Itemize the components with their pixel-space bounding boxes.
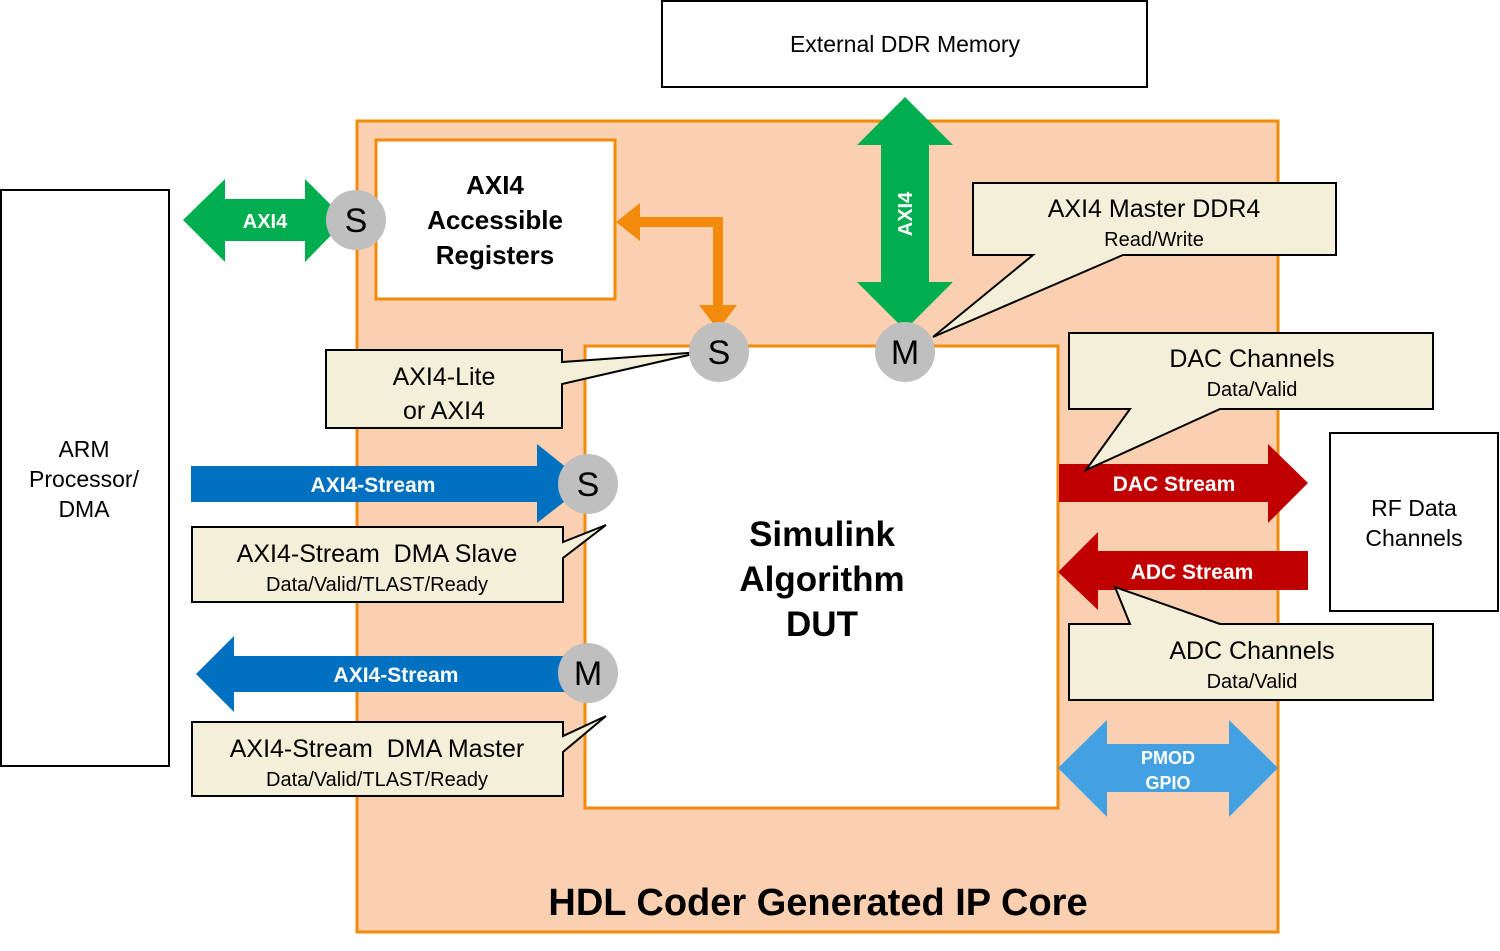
port-axi4-slave-left: S [326, 190, 386, 250]
port-stream-slave: S [558, 454, 618, 514]
port-ddr-master-label: M [891, 334, 919, 372]
pmod-gpio-double-arrow: PMOD GPIO [1058, 720, 1278, 817]
callout-adc-subtitle: Data/Valid [1207, 671, 1298, 693]
registers-label-line1: AXI4 [466, 170, 524, 200]
ip-core-title: HDL Coder Generated IP Core [548, 882, 1087, 924]
register-dut-connector-arrow [616, 203, 737, 330]
callout-ddr4-title: AXI4 Master DDR4 [1048, 195, 1261, 223]
registers-label-line3: Registers [436, 240, 555, 270]
axi4-left-arrow-label: AXI4 [243, 211, 288, 233]
port-stream-master-label: M [574, 655, 602, 693]
callout-axi4-lite-line2: or AXI4 [403, 397, 485, 425]
axi4-left-double-arrow: AXI4 [183, 179, 346, 262]
external-ddr-memory-block: External DDR Memory [661, 0, 1148, 88]
callout-dma-slave-subtitle: Data/Valid/TLAST/Ready [266, 574, 488, 596]
arm-processor-label-line1: ARM [58, 436, 109, 462]
arm-processor-label-line3: DMA [58, 496, 110, 522]
port-axi4-slave-left-label: S [345, 202, 368, 240]
callout-axi4-lite: AXI4-Lite or AXI4 [325, 349, 703, 429]
callout-dma-master-title: AXI4-Stream DMA Master [230, 735, 525, 763]
pmod-label: PMOD [1141, 748, 1195, 768]
dut-label-line1: Simulink [749, 515, 895, 554]
rf-data-channels-label-line2: Channels [1365, 525, 1462, 551]
port-stream-slave-label: S [577, 466, 600, 504]
axi4-ddr-arrow-label: AXI4 [895, 191, 917, 236]
callout-dac-channels: DAC Channels Data/Valid [1068, 332, 1434, 473]
adc-stream-label: ADC Stream [1131, 561, 1254, 584]
callout-dma-master-subtitle: Data/Valid/TLAST/Ready [266, 769, 488, 791]
adc-stream-arrow: ADC Stream [1058, 532, 1308, 610]
callout-dma-slave-title: AXI4-Stream DMA Slave [237, 540, 518, 568]
port-ddr-master: M [875, 322, 935, 382]
callout-axi4-lite-line1: AXI4-Lite [393, 363, 496, 391]
axi-stream-master-arrow: AXI4-Stream [196, 636, 590, 712]
axi-stream-in-label: AXI4-Stream [311, 474, 436, 497]
port-axi-lite-slave-label: S [708, 334, 731, 372]
rf-data-channels-label-line1: RF Data [1371, 495, 1457, 521]
port-stream-master: M [558, 643, 618, 703]
dut-label-line3: DUT [786, 605, 858, 644]
registers-label-line2: Accessible [427, 205, 563, 235]
arm-processor-label-line2: Processor/ [29, 466, 140, 492]
axi4-ddr-double-arrow: AXI4 [857, 97, 953, 330]
callout-dma-slave: AXI4-Stream DMA Slave Data/Valid/TLAST/R… [191, 524, 607, 603]
arm-processor-block: ARM Processor/ DMA [0, 189, 170, 767]
callout-axi4-master-ddr4: AXI4 Master DDR4 Read/Write [932, 182, 1337, 338]
axi-stream-out-label: AXI4-Stream [334, 664, 459, 687]
axi4-registers-block: AXI4 Accessible Registers [374, 138, 617, 301]
port-axi-lite-slave: S [689, 322, 749, 382]
dut-label-line2: Algorithm [739, 560, 904, 599]
callout-dac-subtitle: Data/Valid [1207, 379, 1298, 401]
rf-data-channels-block: RF Data Channels [1329, 432, 1499, 612]
axi-stream-slave-arrow: AXI4-Stream [191, 444, 587, 523]
simulink-dut-block: Simulink Algorithm DUT [583, 344, 1060, 810]
callout-dac-title: DAC Channels [1169, 345, 1334, 373]
callout-adc-title: ADC Channels [1169, 637, 1334, 665]
dac-stream-arrow: DAC Stream [1059, 444, 1308, 523]
callout-dma-master: AXI4-Stream DMA Master Data/Valid/TLAST/… [191, 715, 607, 797]
gpio-label: GPIO [1145, 773, 1190, 793]
dac-stream-label: DAC Stream [1113, 473, 1236, 496]
callout-ddr4-subtitle: Read/Write [1104, 229, 1204, 251]
external-ddr-memory-label: External DDR Memory [790, 31, 1021, 57]
callout-adc-channels: ADC Channels Data/Valid [1068, 585, 1434, 701]
